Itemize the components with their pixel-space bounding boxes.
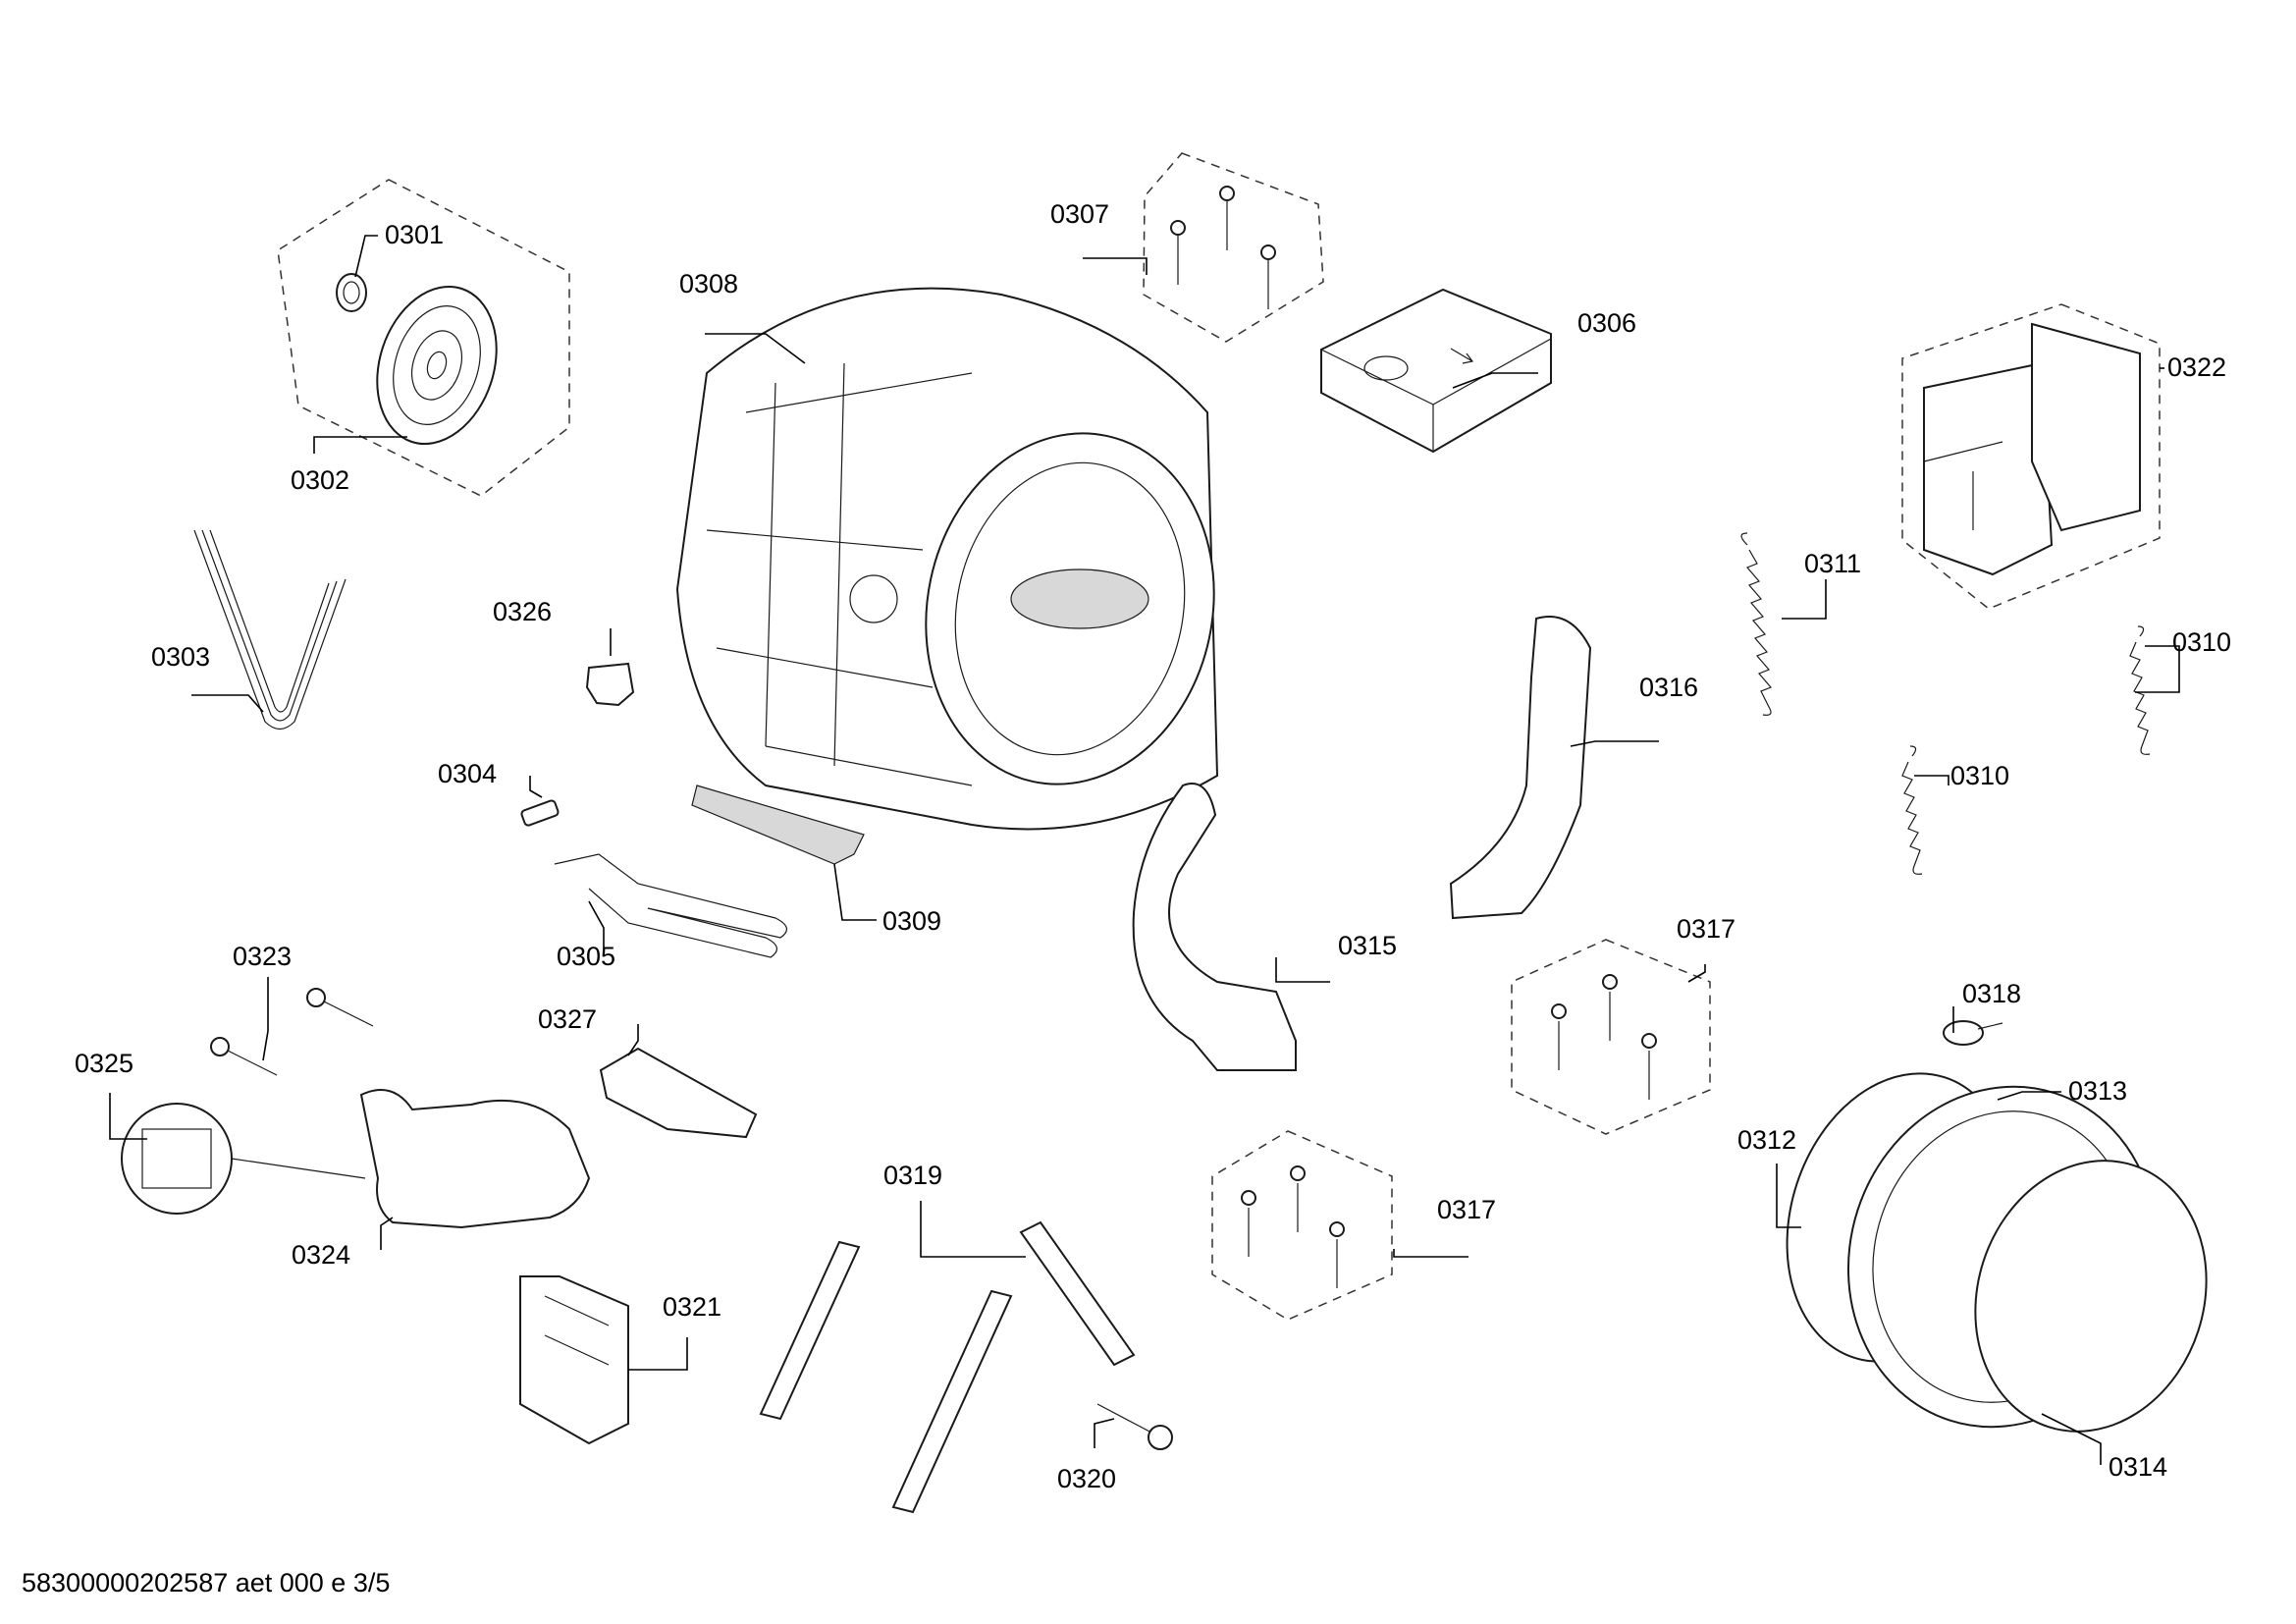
label-0308: 0308 [679, 269, 738, 298]
label-0322: 0322 [2167, 352, 2226, 382]
label-0317-upper: 0317 [1677, 914, 1735, 944]
label-0320: 0320 [1057, 1464, 1116, 1493]
spring-0311 [1740, 532, 1773, 716]
label-0303: 0303 [151, 642, 210, 672]
label-0310-lower: 0310 [1950, 761, 2009, 790]
label-0311: 0311 [1804, 549, 1861, 578]
leader-lines [109, 235, 2180, 1465]
label-0310-upper: 0310 [2172, 627, 2231, 657]
label-0312: 0312 [1737, 1125, 1796, 1155]
pad-part [599, 1047, 758, 1139]
control-module-part [1923, 322, 2141, 576]
spring-0310-upper [2129, 625, 2151, 755]
label-0326: 0326 [493, 597, 552, 626]
group-outline-0317-lower [1211, 1130, 1393, 1321]
label-0319: 0319 [883, 1161, 942, 1190]
screw-set-0307 [1170, 186, 1276, 309]
cover-part [1320, 288, 1552, 454]
screw-set-0317-lower [1241, 1165, 1345, 1288]
label-0327: 0327 [538, 1004, 597, 1034]
connector-detail-part [121, 1103, 366, 1215]
label-0302: 0302 [291, 465, 349, 495]
bracket-right-part [1449, 616, 1592, 920]
label-0304: 0304 [438, 759, 497, 788]
clamp-part [1943, 1020, 2003, 1046]
screw-set-0323 [210, 988, 374, 1076]
label-0315: 0315 [1338, 931, 1397, 960]
label-0301: 0301 [385, 220, 444, 249]
door-seal-assembly [1786, 1072, 2208, 1433]
label-0324: 0324 [292, 1240, 350, 1270]
label-0314: 0314 [2109, 1452, 2167, 1482]
document-reference-footer: 58300000202587 aet 000 e 3/5 [22, 1568, 391, 1597]
pulley-part [376, 285, 498, 446]
label-0317-lower: 0317 [1437, 1195, 1496, 1224]
motor-part [359, 1089, 591, 1229]
clip-part [585, 662, 635, 707]
label-0309: 0309 [882, 906, 941, 936]
label-0307: 0307 [1050, 199, 1109, 229]
deflector-part [691, 785, 865, 865]
label-0306: 0306 [1577, 308, 1636, 338]
label-0318: 0318 [1962, 979, 2021, 1008]
sensor-part [520, 799, 560, 827]
bracket-left-part [1132, 783, 1297, 1071]
shock-absorber-set [759, 1220, 1136, 1514]
spring-0310-lower [1901, 745, 1923, 875]
screw-set-0317-upper [1551, 974, 1657, 1100]
label-0323: 0323 [233, 942, 292, 971]
group-outline-0317-upper [1511, 939, 1711, 1135]
group-outline-0307 [1143, 152, 1324, 343]
tub-part [675, 287, 1219, 831]
label-0321: 0321 [663, 1292, 721, 1322]
label-0305: 0305 [557, 942, 615, 971]
seal-ring-part [336, 273, 367, 312]
pcb-bracket-part [519, 1275, 629, 1445]
drive-belt-part [193, 529, 347, 731]
heater-element-part [554, 853, 787, 958]
label-0325: 0325 [75, 1049, 133, 1078]
group-outline-0322 [1901, 303, 2161, 610]
label-0313: 0313 [2068, 1076, 2127, 1106]
label-0316: 0316 [1639, 673, 1698, 702]
bolt-part [1096, 1403, 1173, 1450]
